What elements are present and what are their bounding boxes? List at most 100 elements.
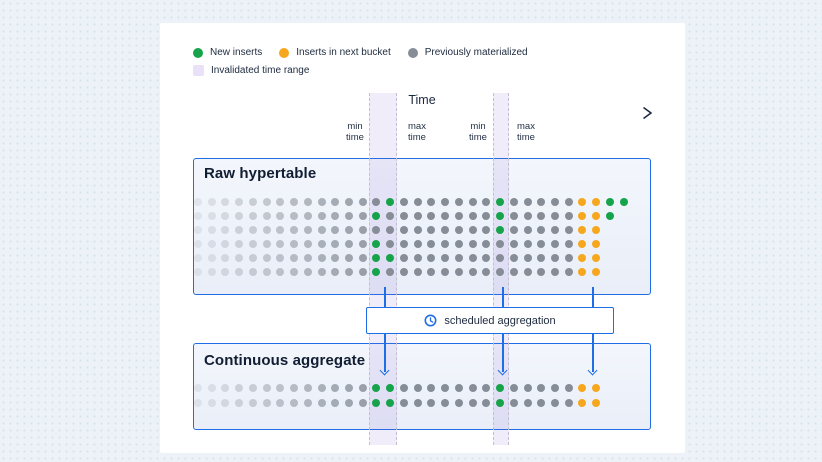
data-dot bbox=[578, 212, 587, 220]
data-dot bbox=[345, 198, 354, 206]
raw-hypertable-title: Raw hypertable bbox=[204, 165, 317, 182]
data-dot bbox=[427, 254, 436, 262]
data-dot bbox=[441, 226, 450, 234]
data-dot bbox=[276, 384, 285, 392]
data-dot bbox=[317, 254, 326, 262]
scheduled-aggregation-button: scheduled aggregation bbox=[366, 307, 614, 334]
arrow-head-icon bbox=[379, 365, 390, 376]
data-dot bbox=[537, 254, 546, 262]
data-dot bbox=[221, 240, 230, 248]
data-dot bbox=[358, 384, 367, 392]
data-dot bbox=[372, 399, 381, 407]
data-dot bbox=[550, 268, 559, 276]
legend-row-2: Invalidated time range bbox=[193, 65, 309, 76]
arrow-head-icon bbox=[497, 365, 508, 376]
data-dot bbox=[482, 198, 491, 206]
data-dot bbox=[235, 226, 244, 234]
data-dot bbox=[345, 268, 354, 276]
data-dot bbox=[605, 212, 614, 220]
data-dot bbox=[276, 212, 285, 220]
data-dot bbox=[345, 212, 354, 220]
data-dot bbox=[248, 240, 257, 248]
data-dot bbox=[578, 240, 587, 248]
data-dot bbox=[523, 384, 532, 392]
data-dot bbox=[303, 399, 312, 407]
data-dot bbox=[592, 399, 601, 407]
data-dot bbox=[578, 268, 587, 276]
data-dot bbox=[454, 226, 463, 234]
data-dot bbox=[592, 254, 601, 262]
data-dot bbox=[454, 268, 463, 276]
data-dot bbox=[537, 268, 546, 276]
data-dot bbox=[358, 212, 367, 220]
data-dot bbox=[454, 240, 463, 248]
data-dot bbox=[248, 384, 257, 392]
data-dot bbox=[509, 268, 518, 276]
data-dot bbox=[345, 399, 354, 407]
data-dot bbox=[372, 240, 381, 248]
data-dot bbox=[413, 240, 422, 248]
data-dot bbox=[564, 399, 573, 407]
data-dot bbox=[331, 399, 340, 407]
data-dot bbox=[454, 198, 463, 206]
legend-item-label: Inserts in next bucket bbox=[296, 47, 391, 58]
data-dot bbox=[454, 212, 463, 220]
data-dot bbox=[317, 240, 326, 248]
data-dot bbox=[482, 254, 491, 262]
data-dot bbox=[578, 198, 587, 206]
data-dot bbox=[399, 198, 408, 206]
data-dot bbox=[413, 254, 422, 262]
raw-hypertable-box bbox=[193, 158, 651, 295]
data-dot bbox=[441, 212, 450, 220]
data-dot bbox=[372, 226, 381, 234]
data-dot bbox=[550, 254, 559, 262]
data-dot bbox=[592, 384, 601, 392]
data-dot bbox=[276, 198, 285, 206]
data-dot bbox=[564, 198, 573, 206]
data-dot bbox=[482, 399, 491, 407]
legend-swatch-dot bbox=[193, 47, 203, 58]
data-dot bbox=[345, 226, 354, 234]
data-dot bbox=[262, 254, 271, 262]
data-dot bbox=[317, 384, 326, 392]
data-dot bbox=[496, 240, 505, 248]
data-dot bbox=[207, 268, 216, 276]
data-dot bbox=[468, 212, 477, 220]
data-dot bbox=[345, 384, 354, 392]
data-dot bbox=[564, 384, 573, 392]
data-dot bbox=[262, 226, 271, 234]
data-dot bbox=[454, 399, 463, 407]
data-dot bbox=[207, 399, 216, 407]
data-dot bbox=[413, 198, 422, 206]
data-dot bbox=[276, 268, 285, 276]
data-dot bbox=[592, 198, 601, 206]
data-dot bbox=[221, 226, 230, 234]
data-dot bbox=[235, 268, 244, 276]
data-dot bbox=[262, 212, 271, 220]
data-dot bbox=[413, 384, 422, 392]
data-dot bbox=[399, 212, 408, 220]
data-dot bbox=[399, 226, 408, 234]
data-dot bbox=[331, 240, 340, 248]
data-dot bbox=[290, 240, 299, 248]
data-dot bbox=[523, 212, 532, 220]
data-dot bbox=[509, 212, 518, 220]
data-dot bbox=[441, 268, 450, 276]
data-dot bbox=[399, 240, 408, 248]
data-dot bbox=[441, 384, 450, 392]
data-dot bbox=[221, 254, 230, 262]
data-dot bbox=[207, 198, 216, 206]
data-dot bbox=[564, 254, 573, 262]
data-dot bbox=[427, 384, 436, 392]
data-dot bbox=[194, 399, 202, 407]
data-dot bbox=[550, 384, 559, 392]
data-dot bbox=[290, 212, 299, 220]
data-dot bbox=[248, 268, 257, 276]
data-dot bbox=[331, 226, 340, 234]
data-dot bbox=[468, 254, 477, 262]
data-dot bbox=[221, 399, 230, 407]
